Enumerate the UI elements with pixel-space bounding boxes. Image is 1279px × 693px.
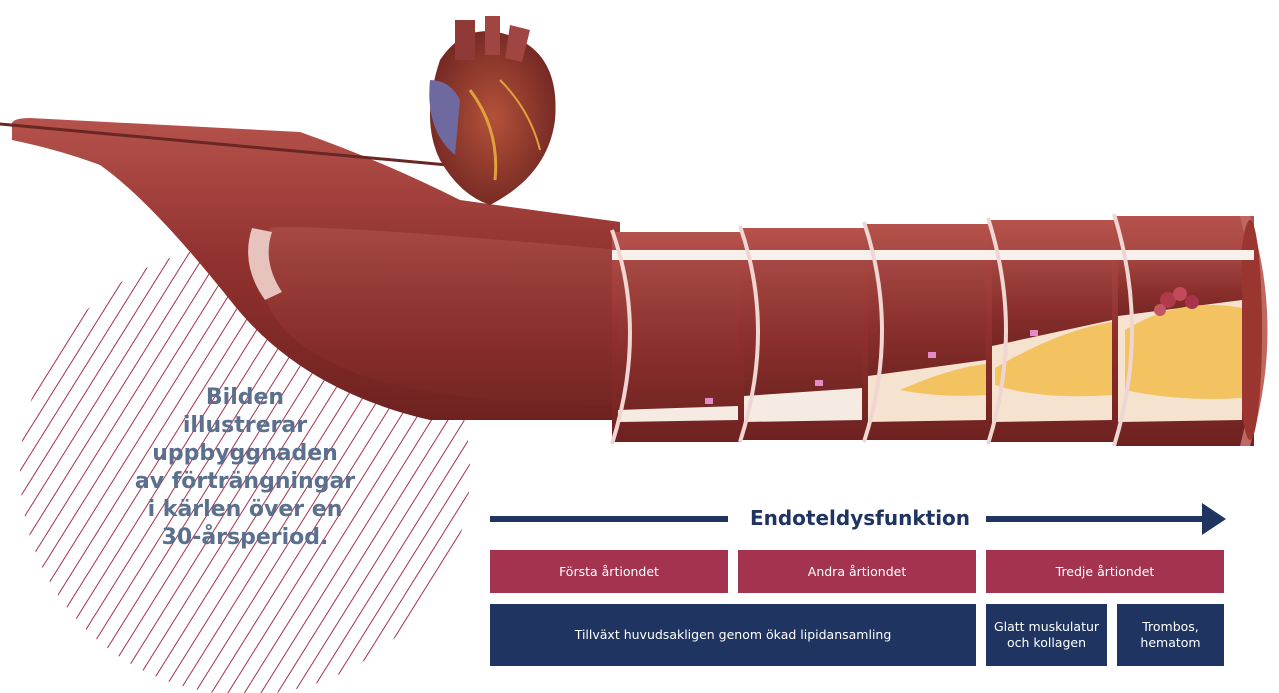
phase-box-muscle: Glatt muskulatur och kollagen [986,604,1107,666]
caption-line: i kärlen över en [120,496,370,524]
arrow-label: Endoteldysfunktion [738,504,982,532]
decade-box-2: Andra årtiondet [738,550,976,593]
decade-box-3: Tredje årtiondet [986,550,1224,593]
phase-box-lipid: Tillväxt huvudsakligen genom ökad lipida… [490,604,976,666]
caption-line: illustrerar [120,412,370,440]
phase-label: Trombos, hematom [1123,619,1218,651]
decade-label: Andra årtiondet [808,564,906,580]
circle-caption: Bilden illustrerar uppbyggnaden av förtr… [120,384,370,552]
caption-line: Bilden [120,384,370,412]
caption-line: av förträngningar [120,468,370,496]
phase-label: Tillväxt huvudsakligen genom ökad lipida… [575,627,892,643]
decade-box-1: Första årtiondet [490,550,728,593]
artery-segments [612,214,1268,446]
phase-label: Glatt muskulatur och kollagen [992,619,1101,651]
caption-line: uppbyggnaden [120,440,370,468]
caption-line: 30-årsperiod. [120,524,370,552]
decade-label: Tredje årtiondet [1056,564,1155,580]
phase-box-thrombosis: Trombos, hematom [1117,604,1224,666]
decade-label: Första årtiondet [559,564,659,580]
